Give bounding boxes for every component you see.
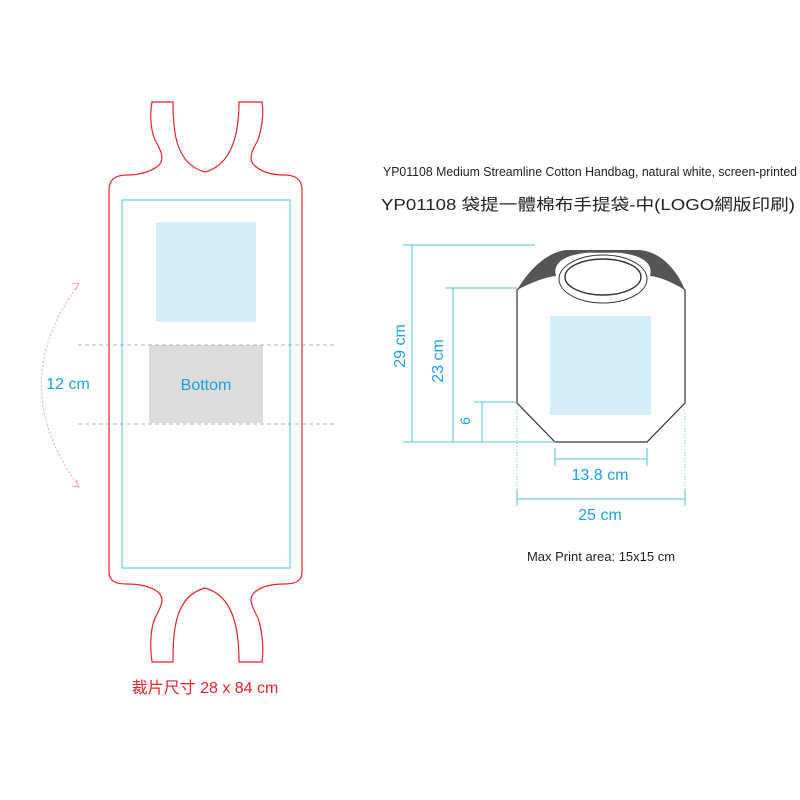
fold-dimension-label: 12 cm [46, 376, 90, 393]
bag-view [516, 250, 686, 500]
title-english: YP01108 Medium Streamline Cotton Handbag… [383, 164, 797, 179]
dim-bottom-width-label: 13.8 cm [572, 467, 629, 484]
title-chinese: YP01108 袋提一體棉布手提袋-中(LOGO網版印刷) [381, 196, 795, 214]
dim-height-total-label: 29 cm [392, 324, 409, 368]
flat-pattern: Bottom 12 cm 裁片尺寸 28 x 84 cm [41, 101, 334, 697]
bottom-panel [149, 345, 263, 423]
cut-size-label: 裁片尺寸 28 x 84 cm [132, 679, 279, 697]
bottom-label: Bottom [181, 377, 232, 394]
max-print-area-label: Max Print area: 15x15 cm [527, 549, 675, 564]
safe-area [121, 199, 291, 569]
fold-arc [41, 284, 79, 486]
handle-ring-hole [564, 258, 642, 296]
cut-outline [108, 101, 303, 663]
dim-height-body-label: 23 cm [430, 339, 447, 383]
print-area-bag [550, 316, 651, 415]
bag-handle [517, 250, 685, 290]
fold-arc-arrowhead-top [71, 282, 80, 291]
dim-width-label: 25 cm [578, 507, 622, 524]
dim-gusset-label: 6 [457, 417, 473, 425]
print-area-flat [156, 222, 256, 322]
fold-arc-arrowhead-bottom [71, 479, 80, 488]
dimension-lines: 29 cm 23 cm 6 13.8 cm 25 cm [392, 244, 686, 524]
